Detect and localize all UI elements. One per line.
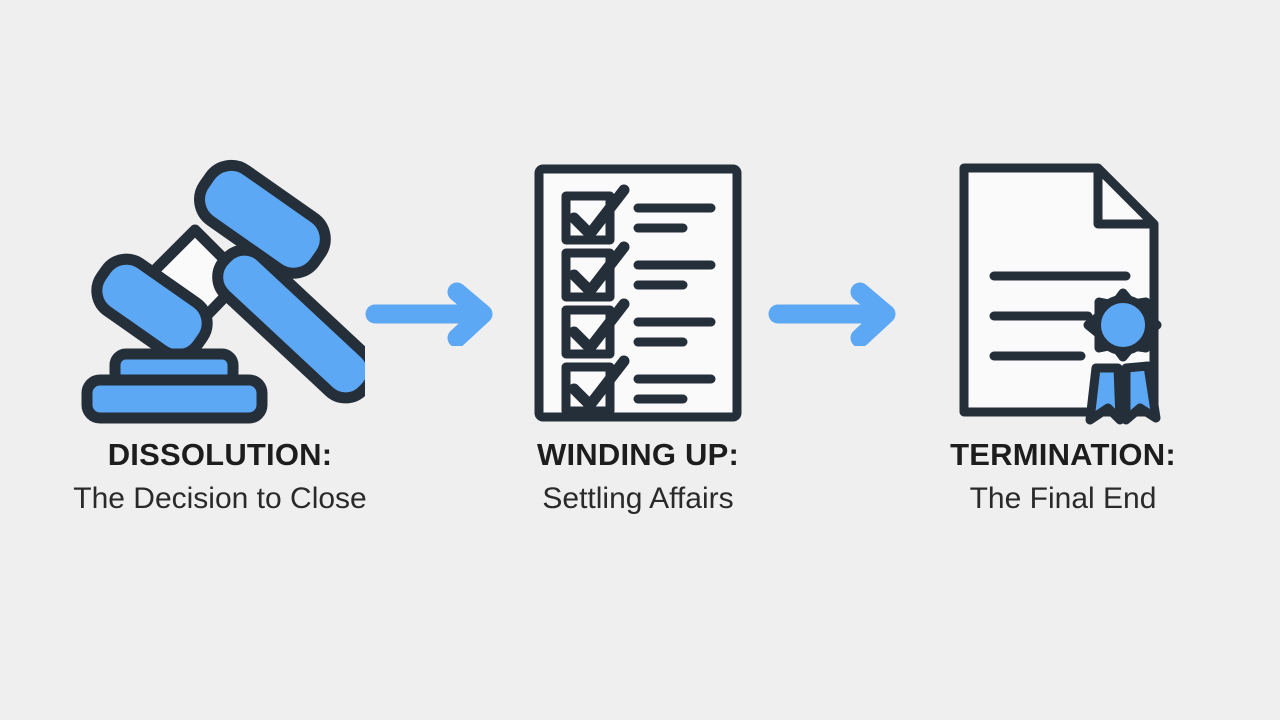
caption-winding-up: WINDING UP: Settling Affairs [537, 439, 739, 514]
check-mark-3 [568, 298, 630, 353]
arrow-head [447, 282, 493, 348]
gavel-icon-container [70, 150, 370, 435]
ribbon-left [1085, 363, 1125, 424]
check-mark-1 [568, 184, 630, 239]
gavel-icon [81, 159, 365, 423]
certificate-icon [959, 163, 1162, 424]
ribbon-right [1121, 361, 1161, 424]
checkbox-1 [561, 191, 615, 244]
sound-block-base [81, 374, 268, 423]
connector-arrow-1 [365, 282, 505, 348]
seal-ribbons [1085, 361, 1161, 424]
checklist-icon [534, 164, 742, 421]
step-subtitle: The Final End [969, 482, 1157, 515]
step-termination: TERMINATION: The Final End [898, 150, 1228, 580]
step-subtitle: Settling Affairs [542, 482, 734, 515]
certificate-text-lines [989, 271, 1131, 360]
arrow-right-icon [768, 282, 896, 348]
gavel-handle [212, 244, 365, 403]
caption-dissolution: DISSOLUTION: The Decision to Close [73, 439, 366, 514]
step-title: WINDING UP: [537, 437, 739, 472]
gavel-face [91, 253, 213, 360]
connector-arrow-2 [768, 282, 908, 348]
step-dissolution: DISSOLUTION: The Decision to Close [55, 150, 385, 580]
checkbox-2 [561, 248, 615, 301]
seal-inner-circle [1093, 294, 1153, 355]
check-mark-4 [568, 355, 630, 410]
step-title: DISSOLUTION: [107, 437, 333, 472]
check-mark-2 [568, 241, 630, 296]
certificate-icon-container [913, 150, 1213, 435]
page-fold-corner [1093, 167, 1154, 228]
step-title: TERMINATION: [950, 437, 1176, 472]
step-subtitle: The Decision to Close [73, 482, 367, 515]
checkbox-3 [561, 305, 615, 358]
checklist-icon-container [488, 150, 788, 435]
checkbox-4 [561, 362, 615, 415]
arrow-head [850, 282, 896, 348]
caption-termination: TERMINATION: The Final End [950, 439, 1176, 514]
arrow-right-icon [365, 282, 493, 348]
step-winding-up: WINDING UP: Settling Affairs [473, 150, 803, 580]
